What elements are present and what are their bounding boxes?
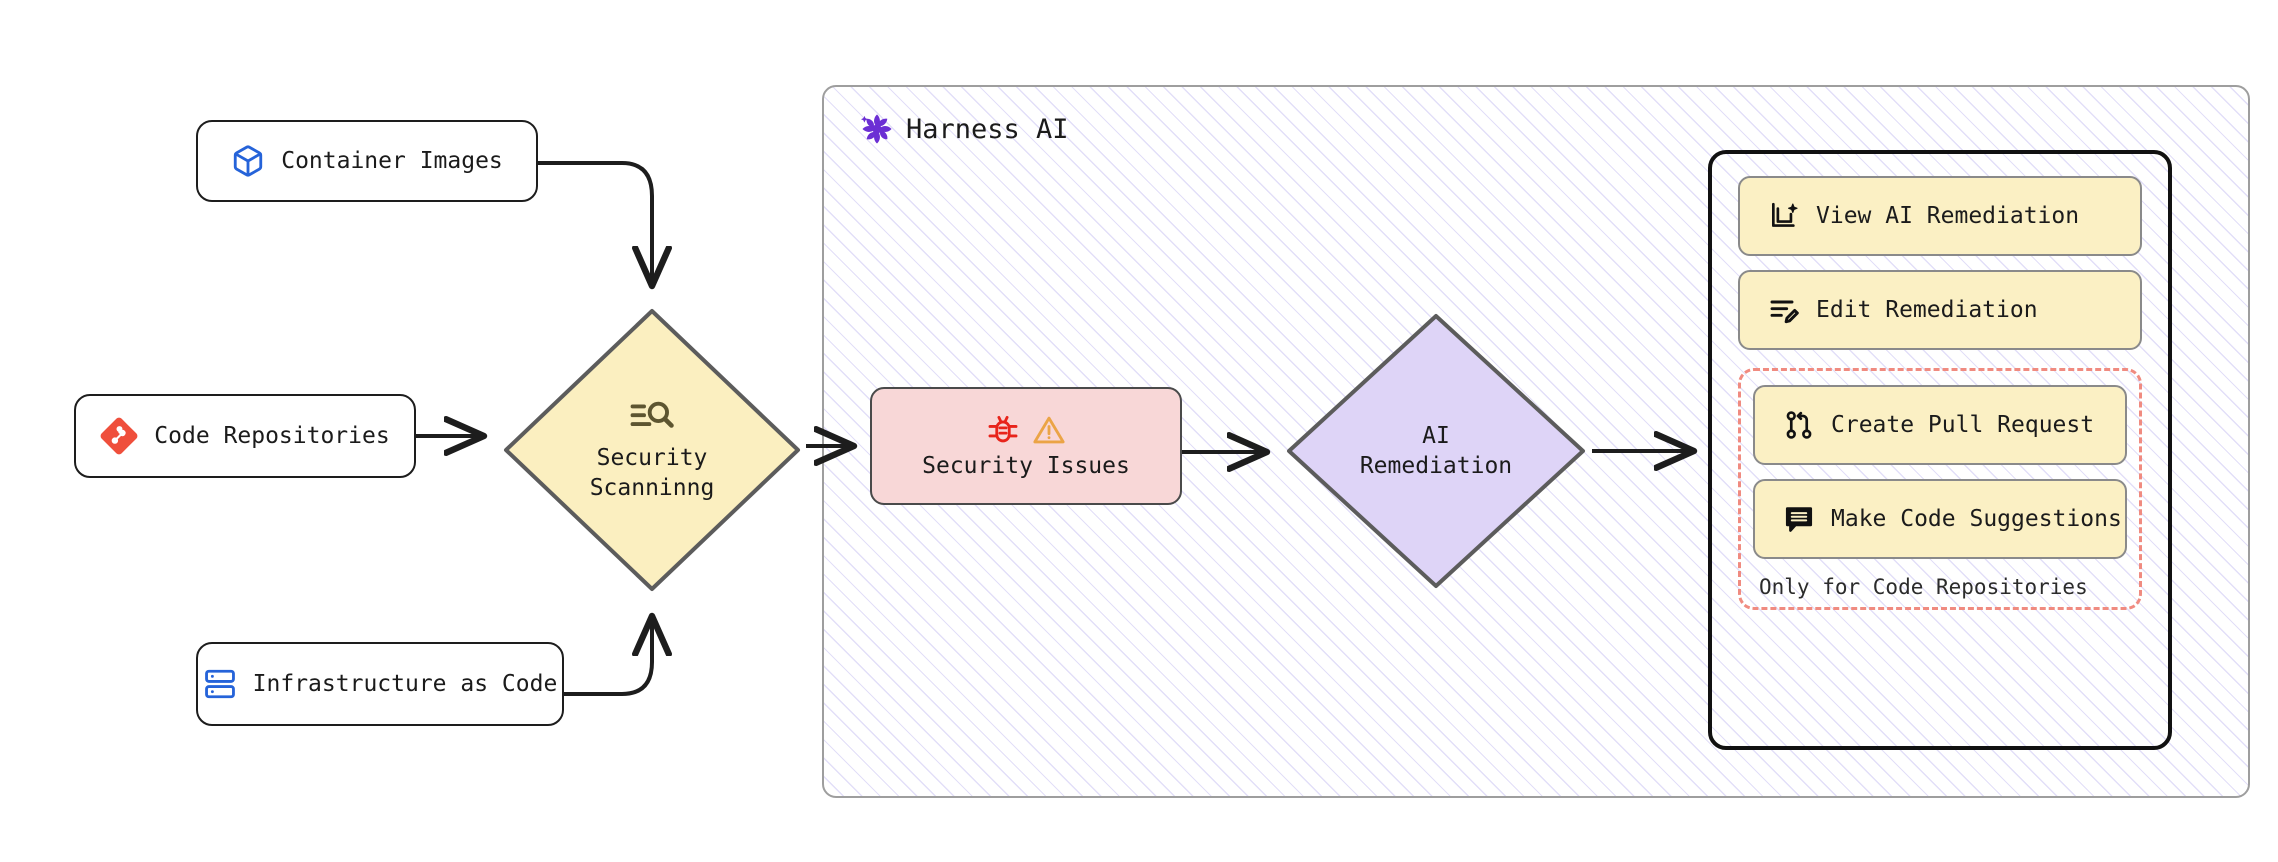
node-infrastructure-as-code[interactable]: Infrastructure as Code — [196, 642, 564, 726]
bug-icon — [986, 413, 1020, 447]
server-icon — [203, 667, 237, 701]
node-code-repositories[interactable]: Code Repositories — [74, 394, 416, 478]
git-icon — [100, 417, 138, 455]
edge-iac-to-scanning — [564, 618, 652, 696]
node-label: Security Scanninng — [589, 444, 715, 501]
node-label: Security Issues — [922, 453, 1130, 479]
harness-ai-group-label: Harness AI — [906, 113, 1069, 145]
node-security-issues[interactable]: Security Issues — [870, 387, 1182, 505]
node-label: Code Repositories — [154, 423, 390, 449]
edit-remediation-button[interactable]: Edit Remediation — [1738, 270, 2142, 350]
repo-only-actions-group: Create Pull Request Make Code Suggestion… — [1738, 368, 2142, 610]
node-ai-remediation[interactable]: AI Remediation — [1283, 310, 1589, 592]
button-label: Make Code Suggestions — [1831, 506, 2122, 532]
edit-lines-pencil-icon — [1768, 294, 1800, 326]
scan-search-icon — [629, 397, 675, 437]
harness-logo-icon — [860, 112, 894, 146]
warning-triangle-icon — [1032, 413, 1066, 447]
view-ai-remediation-button[interactable]: View AI Remediation — [1738, 176, 2142, 256]
node-security-scanning[interactable]: Security Scanninng — [500, 305, 804, 595]
create-pull-request-button[interactable]: Create Pull Request — [1753, 385, 2127, 465]
pull-request-icon — [1783, 409, 1815, 441]
node-label: Container Images — [281, 148, 503, 174]
node-container-images[interactable]: Container Images — [196, 120, 538, 202]
ai-document-sparkle-icon — [1768, 200, 1800, 232]
ai-actions-panel: View AI Remediation Edit Remediation — [1708, 150, 2172, 750]
button-label: Edit Remediation — [1816, 297, 2038, 323]
edge-container-images-to-scanning — [538, 161, 652, 284]
node-label: AI Remediation — [1359, 422, 1513, 479]
node-label: Infrastructure as Code — [252, 671, 558, 697]
harness-ai-group-title: Harness AI — [860, 112, 1069, 146]
repo-only-caption: Only for Code Repositories — [1759, 575, 2088, 599]
make-code-suggestions-button[interactable]: Make Code Suggestions — [1753, 479, 2127, 559]
comment-lines-icon — [1783, 503, 1815, 535]
button-label: View AI Remediation — [1816, 203, 2080, 229]
cube-icon — [231, 144, 265, 178]
diamond-shape — [1287, 314, 1585, 588]
button-label: Create Pull Request — [1831, 412, 2095, 438]
security-issue-icons — [986, 413, 1066, 447]
diamond-shape — [504, 309, 800, 591]
